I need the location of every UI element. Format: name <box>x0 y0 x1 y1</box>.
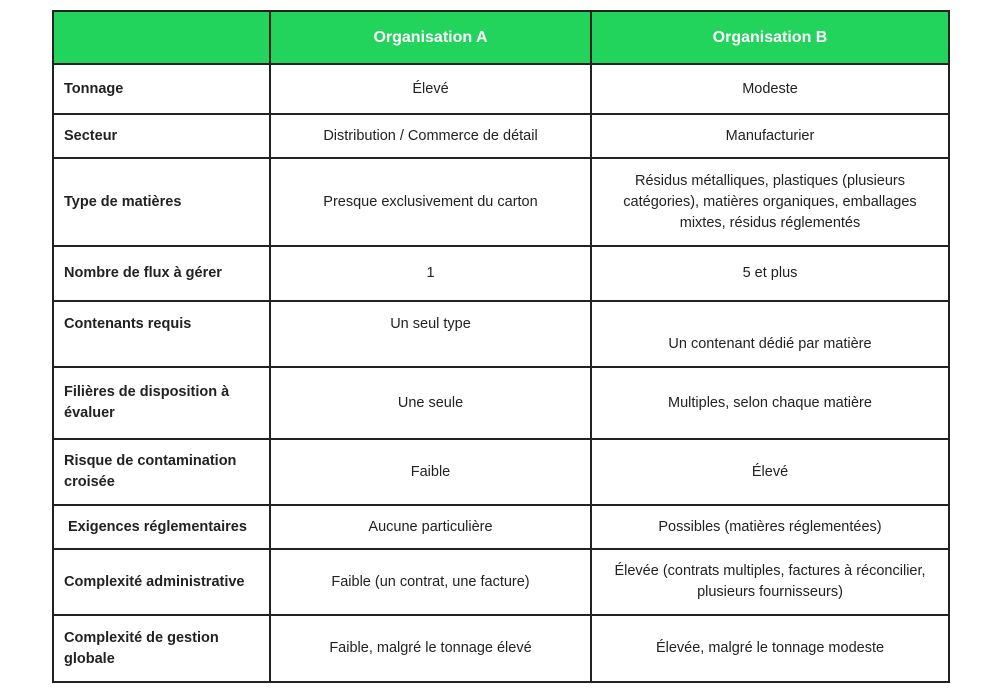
cell-organisation-b: Possibles (matières réglementées) <box>590 504 950 550</box>
row-label: Tonnage <box>52 63 271 115</box>
row-label: Filières de disposition à évaluer <box>52 366 271 440</box>
cell-organisation-b: Un contenant dédié par matière <box>590 300 950 368</box>
cell-organisation-b: 5 et plus <box>590 245 950 302</box>
cell-organisation-a: Un seul type <box>269 300 592 368</box>
cell-organisation-a: Faible, malgré le tonnage élevé <box>269 614 592 683</box>
table-row: Secteur Distribution / Commerce de détai… <box>52 113 950 159</box>
cell-text: Un contenant dédié par matière <box>668 335 872 352</box>
cell-organisation-a: 1 <box>269 245 592 302</box>
cell-organisation-b: Résidus métalliques, plastiques (plusieu… <box>590 157 950 247</box>
table-row: Complexité de gestion globale Faible, ma… <box>52 614 950 683</box>
cell-organisation-b: Élevé <box>590 438 950 506</box>
table-row: Filières de disposition à évaluer Une se… <box>52 366 950 440</box>
row-label: Contenants requis <box>52 300 271 368</box>
table-row: Type de matières Presque exclusivement d… <box>52 157 950 247</box>
cell-organisation-a: Presque exclusivement du carton <box>269 157 592 247</box>
table-row: Contenants requis Un seul type Un conten… <box>52 300 950 368</box>
table-row: Nombre de flux à gérer 1 5 et plus <box>52 245 950 302</box>
cell-organisation-a: Faible <box>269 438 592 506</box>
table-row: Tonnage Élevé Modeste <box>52 63 950 115</box>
cell-organisation-a: Faible (un contrat, une facture) <box>269 548 592 616</box>
cell-organisation-b: Manufacturier <box>590 113 950 159</box>
cell-organisation-a: Aucune particulière <box>269 504 592 550</box>
row-label-text: Contenants requis <box>64 315 192 332</box>
cell-organisation-b: Modeste <box>590 63 950 115</box>
cell-organisation-b: Multiples, selon chaque matière <box>590 366 950 440</box>
cell-organisation-b: Élevée (contrats multiples, factures à r… <box>590 548 950 616</box>
cell-organisation-a: Distribution / Commerce de détail <box>269 113 592 159</box>
header-organisation-b: Organisation B <box>590 10 950 65</box>
header-empty-cell <box>52 10 271 65</box>
row-label: Risque de contamination croisée <box>52 438 271 506</box>
row-label: Complexité de gestion globale <box>52 614 271 683</box>
cell-organisation-a: Une seule <box>269 366 592 440</box>
table-row: Exigences réglementaires Aucune particul… <box>52 504 950 550</box>
row-label: Type de matières <box>52 157 271 247</box>
table-row: Risque de contamination croisée Faible É… <box>52 438 950 506</box>
comparison-table: Organisation A Organisation B Tonnage Él… <box>52 10 950 683</box>
row-label: Complexité administrative <box>52 548 271 616</box>
table-row: Complexité administrative Faible (un con… <box>52 548 950 616</box>
cell-text: Un seul type <box>390 315 471 332</box>
cell-organisation-b: Élevée, malgré le tonnage modeste <box>590 614 950 683</box>
table-header-row: Organisation A Organisation B <box>52 10 950 65</box>
row-label: Nombre de flux à gérer <box>52 245 271 302</box>
cell-organisation-a: Élevé <box>269 63 592 115</box>
row-label: Secteur <box>52 113 271 159</box>
row-label: Exigences réglementaires <box>52 504 271 550</box>
header-organisation-a: Organisation A <box>269 10 592 65</box>
